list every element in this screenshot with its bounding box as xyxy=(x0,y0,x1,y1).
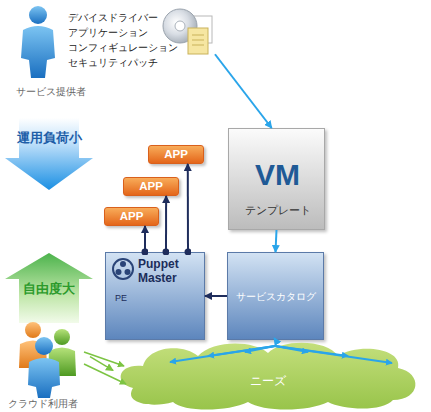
document-line xyxy=(192,35,204,36)
box-label: PE xyxy=(115,293,145,304)
person-body xyxy=(48,348,76,377)
app-label: APP xyxy=(149,146,203,163)
connector-arrow xyxy=(215,54,272,128)
app-box: APP xyxy=(148,145,204,164)
cloud-label: ニーズ xyxy=(113,374,423,389)
users-group: クラウド利用者 xyxy=(5,318,90,410)
connector-arrow xyxy=(276,230,277,252)
arrow-label: 自由度大 xyxy=(5,281,93,297)
up-arrow-shape xyxy=(5,253,93,323)
app-box: APP xyxy=(104,207,159,226)
cd-icon xyxy=(163,9,197,43)
catalog-box: サービスカタログ xyxy=(227,252,324,340)
cd-hole xyxy=(175,21,185,31)
person-head xyxy=(54,329,70,345)
note-text: デバイスドライバー アプリケーション コンフィギュレーション セキュリティパッチ xyxy=(68,10,186,70)
role-label: クラウド利用者 xyxy=(8,398,90,410)
document-line xyxy=(192,45,204,46)
app-label: APP xyxy=(105,208,158,225)
needs-cloud: ニーズ xyxy=(113,338,423,410)
person-body xyxy=(28,358,60,398)
document-icon xyxy=(192,16,212,43)
up-arrow: 自由度大 xyxy=(5,253,93,323)
person-head xyxy=(25,322,41,338)
person-body xyxy=(21,26,55,78)
box-label: サービスカタログ xyxy=(228,290,323,303)
connector-arrow xyxy=(187,164,189,252)
person-body xyxy=(19,341,47,369)
template-box: VM テンプレート xyxy=(228,128,325,230)
connector-arrow xyxy=(165,196,167,252)
box-title: Puppet Master xyxy=(138,257,200,285)
down-arrow-outline xyxy=(5,118,93,190)
connector-arrow xyxy=(144,226,146,252)
fan-arrow xyxy=(84,364,126,384)
box-title: VM xyxy=(229,157,326,193)
role-label: サービス提供者 xyxy=(16,86,116,98)
document-line xyxy=(192,40,204,41)
app-box: APP xyxy=(123,177,179,196)
connector-arrow xyxy=(90,357,113,371)
connector-arrow xyxy=(205,295,227,297)
puppet-box: Puppet MasterPE xyxy=(105,252,205,340)
provider-group: デバイスドライバー アプリケーション コンフィギュレーション セキュリティパッチ… xyxy=(10,2,215,97)
down-arrow: 運用負荷小 xyxy=(5,118,93,190)
person-head xyxy=(35,337,53,355)
document-icon xyxy=(188,28,208,54)
fan-arrow xyxy=(84,352,124,366)
app-label: APP xyxy=(124,178,178,195)
person-head xyxy=(29,6,47,24)
box-label: テンプレート xyxy=(229,203,326,217)
arrow-label: 運用負荷小 xyxy=(5,130,93,146)
down-arrow-shape xyxy=(5,118,93,190)
